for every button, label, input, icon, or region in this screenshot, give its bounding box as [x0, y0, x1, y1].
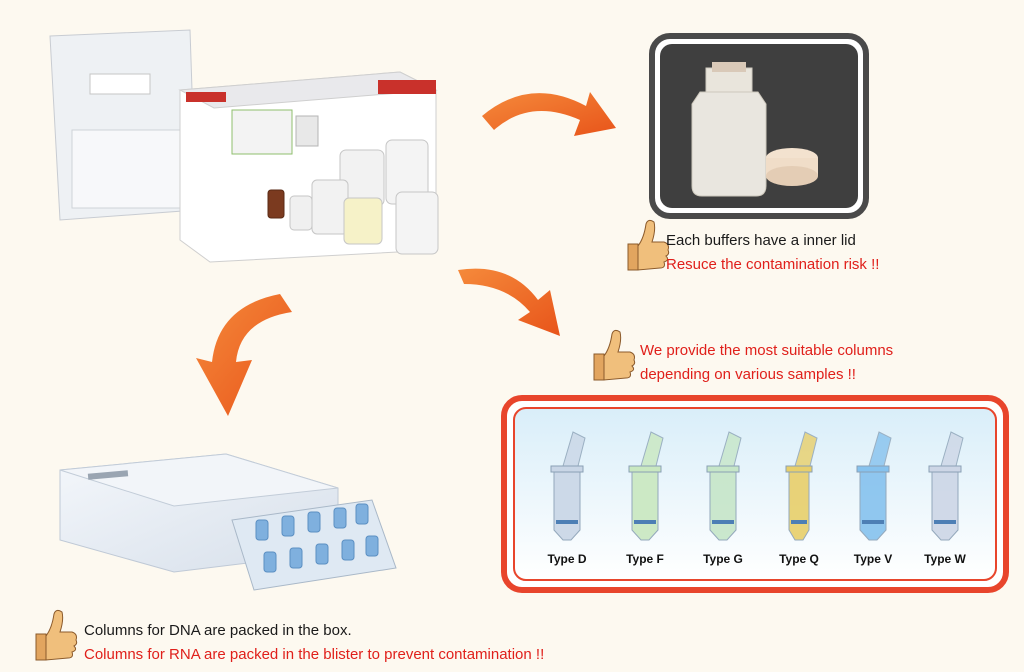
column-label-type-w: Type W [924, 552, 966, 566]
column-body [553, 471, 581, 541]
column-rim [928, 465, 962, 473]
column-tube-type-v [856, 431, 892, 541]
thumbs-up-icon [35, 609, 78, 661]
column-rim [856, 465, 890, 473]
column-membrane [791, 520, 807, 524]
column-tube-type-w [928, 431, 964, 541]
column-membrane [712, 520, 734, 524]
arrow-to-columns [458, 268, 560, 336]
thumbs-up-icon [627, 219, 670, 271]
column-tubes [550, 431, 964, 541]
column-rim [550, 465, 584, 473]
column-box-image [59, 453, 397, 591]
arrow-to-box [196, 294, 292, 416]
column-rim [706, 465, 740, 473]
column-label-type-g: Type G [703, 552, 743, 566]
thumbs-up-icon [593, 329, 636, 381]
arrow-to-bottle [482, 92, 616, 136]
column-body [931, 471, 959, 541]
column-label-type-q: Type Q [779, 552, 819, 566]
column-tube-type-q [785, 431, 818, 541]
lid-note-line2: Resuce the contamination risk !! [666, 256, 880, 273]
column-tube-type-d [550, 431, 586, 541]
kit-product-image [49, 29, 439, 263]
column-body [631, 471, 659, 541]
lid-note-line1: Each buffers have a inner lid [666, 232, 856, 249]
column-membrane [634, 520, 656, 524]
packing-note-line2: Columns for RNA are packed in the bliste… [84, 646, 545, 663]
column-membrane [862, 520, 884, 524]
column-label-type-v: Type V [853, 552, 893, 566]
packing-note-line1: Columns for DNA are packed in the box. [84, 622, 352, 639]
column-body [709, 471, 737, 541]
column-membrane [934, 520, 956, 524]
columns-note-line1: We provide the most suitable columns [640, 342, 894, 359]
column-label-type-d: Type D [547, 552, 587, 566]
column-rim [628, 465, 662, 473]
bottle-photo-panel [649, 33, 869, 219]
column-label-type-f: Type F [626, 552, 664, 566]
column-rim [785, 465, 813, 473]
columns-note-line2: depending on various samples !! [640, 366, 856, 383]
column-body [859, 471, 887, 541]
column-membrane [556, 520, 578, 524]
column-tube-type-g [706, 431, 742, 541]
column-body [788, 471, 810, 541]
column-tube-type-f [628, 431, 664, 541]
